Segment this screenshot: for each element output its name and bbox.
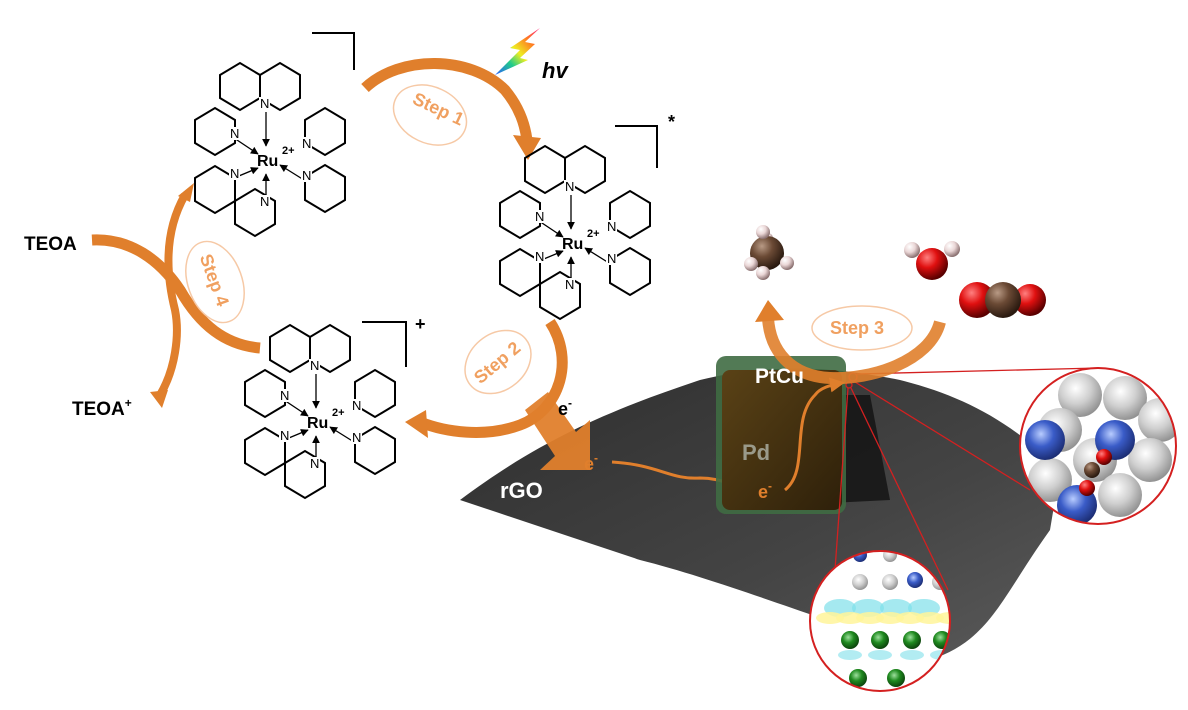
charge-density-zoom (810, 551, 950, 691)
charge-accumulation-lobe (936, 612, 950, 624)
atom (907, 572, 923, 588)
metal-label: Ru (307, 415, 328, 432)
nitrogen-label: N (230, 166, 239, 181)
complex-label-reduced-state: Ru 2+ N N N N N N + (279, 314, 426, 471)
charge-accumulation-lobe (916, 612, 944, 624)
metal-label: Ru (257, 153, 278, 170)
surface-adsorption-zoom (1020, 368, 1176, 524)
charge-accumulation-lobe (836, 612, 864, 624)
atom (852, 574, 868, 590)
nitrogen-label: N (230, 126, 239, 141)
nitrogen-label: N (535, 249, 544, 264)
nitrogen-label: N (310, 358, 319, 373)
pd-atom (903, 631, 921, 649)
electron-label-dark: e- (558, 396, 572, 419)
electron-label-rgo: e- (584, 451, 598, 474)
charge-depletion-lobe (900, 650, 924, 660)
nitrogen-label: N (280, 428, 289, 443)
atom (882, 574, 898, 590)
light-bolt-icon (495, 28, 540, 75)
rgo-label: rGO (500, 478, 543, 503)
water-molecule (904, 241, 960, 280)
nitrogen-label: N (607, 251, 616, 266)
nitrogen-label: N (310, 456, 319, 471)
complex-labels: Ru 2+ N N N N N N Ru 2+ N N N N N N * Ru 2+ N N N N N N + (229, 96, 675, 471)
shell-label: PtCu (755, 365, 804, 388)
ru-complex-excited (500, 125, 658, 319)
bracket-charge-label: + (415, 314, 426, 334)
teoa-oxidized-label: TEOA+ (72, 396, 132, 420)
nitrogen-label: N (302, 136, 311, 151)
step3-label: Step 3 (830, 318, 884, 338)
step2-badge (464, 329, 532, 395)
step1-arrow (361, 58, 541, 160)
nitrogen-label: N (260, 194, 269, 209)
step4-badge (185, 240, 245, 324)
nitrogen-label: N (352, 430, 361, 445)
charge-accumulation-lobe (816, 612, 844, 624)
nitrogen-label: N (302, 168, 311, 183)
pt-atom (1028, 458, 1072, 502)
co2-molecule (959, 282, 1046, 318)
pt-atom (1058, 373, 1102, 417)
charge-depletion-lobe (838, 650, 862, 660)
metal-label: Ru (562, 236, 583, 253)
zoom-callout-lines (834, 367, 1099, 591)
complex-label-ground-state: Ru 2+ N N N N N N (229, 96, 312, 209)
charge-accumulation-lobe (876, 612, 904, 624)
adsorbate-o-atom (1079, 480, 1095, 496)
nitrogen-label: N (565, 277, 574, 292)
step4-arrow (91, 183, 261, 408)
nitrogen-label: N (260, 96, 269, 111)
step2-arrow (405, 318, 568, 438)
electron-label-cube: e- (758, 479, 772, 502)
light-label: hv (542, 58, 569, 83)
metal-charge-label: 2+ (282, 145, 295, 157)
pd-atom (871, 631, 889, 649)
nitrogen-label: N (280, 388, 289, 403)
cu-atom (1025, 420, 1065, 460)
pt-atom (1128, 438, 1172, 482)
charge-accumulation-lobe (896, 612, 924, 624)
pd-atom (887, 669, 905, 687)
teoa-label: TEOA (24, 234, 77, 255)
metal-charge-label: 2+ (332, 407, 345, 419)
complex-label-excited-state: Ru 2+ N N N N N N * (534, 112, 675, 292)
charge-depletion-lobe (852, 599, 884, 617)
charge-accumulation-lobe (856, 612, 884, 624)
charge-depletion-lobe (868, 650, 892, 660)
nitrogen-label: N (352, 398, 361, 413)
ru-complex-reduced (245, 321, 407, 498)
nitrogen-label: N (607, 219, 616, 234)
nitrogen-label: N (565, 179, 574, 194)
pd-atom (849, 669, 867, 687)
pd-ptcu-cube (716, 356, 890, 514)
pt-atom (1103, 376, 1147, 420)
step3-badge (811, 305, 913, 351)
surface-atoms (1025, 373, 1176, 524)
metal-charge-label: 2+ (587, 228, 600, 240)
step1-badge (392, 84, 468, 146)
adsorbate-c-atom (1084, 462, 1100, 478)
pt-atom (1098, 473, 1142, 517)
core-label: Pd (742, 440, 770, 465)
methane-molecule (744, 225, 794, 280)
adsorbate-o-atom (1096, 449, 1112, 465)
pd-atom (841, 631, 859, 649)
step3-arrow (755, 300, 946, 385)
nitrogen-label: N (535, 209, 544, 224)
bracket-charge-label: * (668, 112, 675, 132)
ru-complex-ground (195, 32, 355, 236)
